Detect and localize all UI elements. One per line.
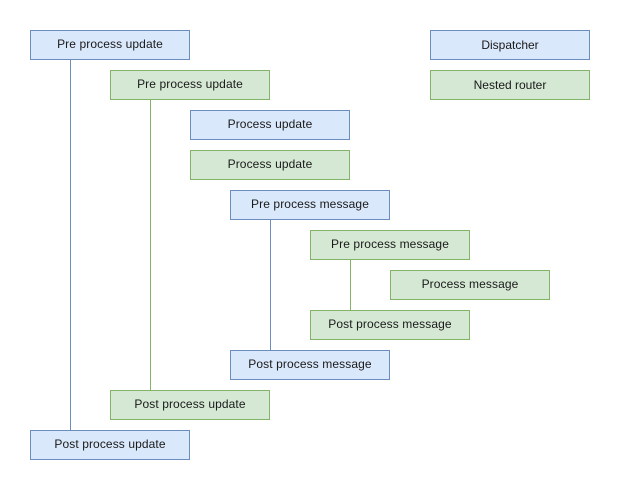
node-label: Post process update [54,437,166,452]
connector-edge-router-message [350,260,351,310]
node-label: Post process message [248,357,372,372]
node-post-process-message-router[interactable]: Post process message [310,310,470,340]
node-pre-process-message-dispatcher[interactable]: Pre process message [230,190,390,220]
node-post-process-update-router[interactable]: Post process update [110,390,270,420]
connector-edge-dispatcher-update [70,60,71,430]
node-label: Pre process message [331,237,449,252]
node-label: Post process update [134,397,246,412]
node-label: Process message [421,277,519,292]
node-pre-process-message-router[interactable]: Pre process message [310,230,470,260]
node-label: Pre process message [251,197,369,212]
node-process-update-dispatcher[interactable]: Process update [190,110,350,140]
connector-edge-dispatcher-message [270,220,271,350]
node-label: Post process message [328,317,452,332]
legend-item-label: Nested router [473,78,547,92]
node-post-process-message-dispatcher[interactable]: Post process message [230,350,390,380]
node-post-process-update-dispatcher[interactable]: Post process update [30,430,190,460]
node-pre-process-update-dispatcher[interactable]: Pre process update [30,30,190,60]
legend-item-label: Dispatcher [481,38,539,52]
legend-item-router: Nested router [430,70,590,100]
node-label: Process update [227,157,313,172]
node-pre-process-update-router[interactable]: Pre process update [110,70,270,100]
node-process-update-router[interactable]: Process update [190,150,350,180]
legend-item-dispatcher: Dispatcher [430,30,590,60]
connector-edge-router-update [150,100,151,390]
node-process-message-router[interactable]: Process message [390,270,550,300]
node-label: Pre process update [57,37,163,52]
node-label: Process update [227,117,313,132]
node-label: Pre process update [137,77,243,92]
